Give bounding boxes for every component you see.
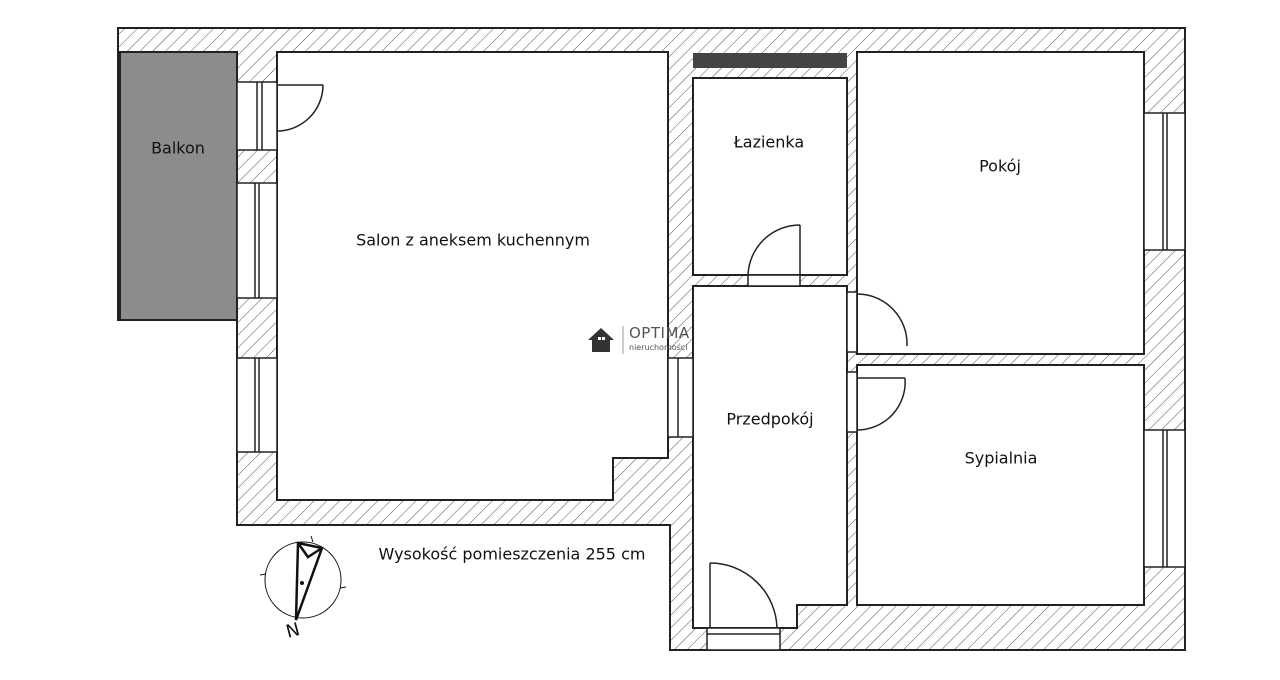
door-swings — [276, 84, 908, 629]
label-living-room: Salon z aneksem kuchennym — [356, 230, 590, 250]
logo-tagline: nieruchomości — [629, 343, 688, 352]
windows — [236, 81, 1186, 651]
room-bathroom — [692, 77, 848, 276]
label-balcony: Balkon — [151, 138, 205, 158]
logo-name: OPTIMA — [629, 324, 690, 342]
ceiling-height-note: Wysokość pomieszczenia 255 cm — [378, 544, 646, 564]
label-pokoj: Pokój — [979, 156, 1021, 176]
label-hall: Przedpokój — [726, 409, 814, 429]
label-bedroom: Sypialnia — [964, 448, 1038, 468]
label-bathroom: Łazienka — [733, 132, 805, 152]
compass-icon — [259, 535, 347, 621]
balcony-area — [119, 51, 238, 321]
room-pokoj — [856, 51, 1145, 355]
room-hall — [692, 285, 848, 629]
room-living — [276, 51, 669, 501]
room-bedroom — [856, 364, 1145, 606]
logo-house-icon — [588, 326, 624, 354]
ventilation-bar — [693, 53, 847, 68]
